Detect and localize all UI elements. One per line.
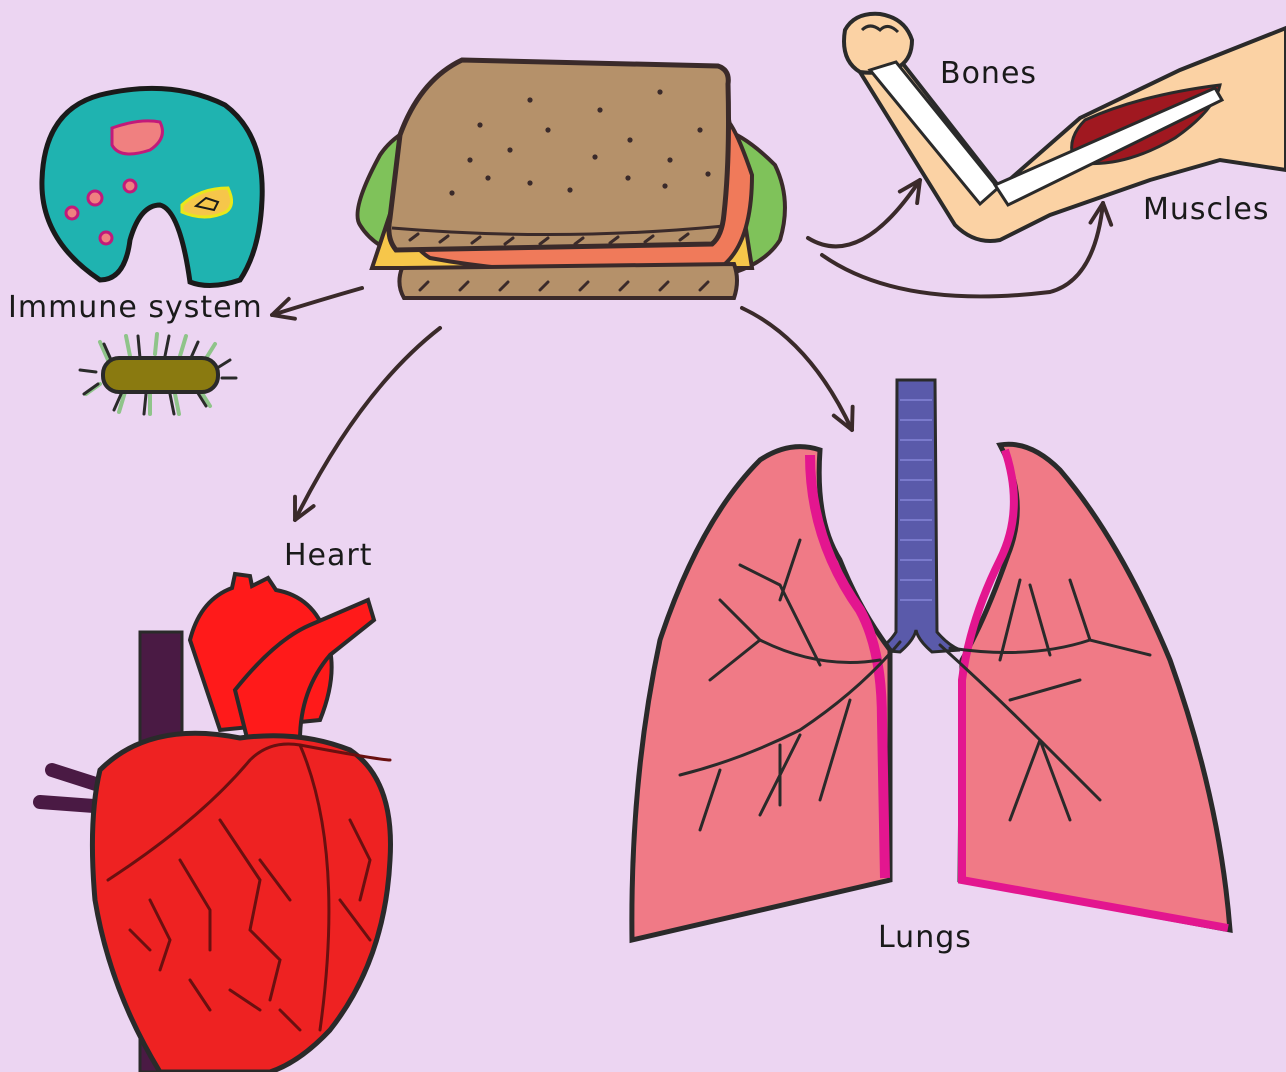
lung-right [960,444,1230,930]
arrow-to-immune-system [272,288,362,315]
lungs-label: Lungs [878,920,972,955]
lung-left [632,447,890,940]
arrow-to-heart [295,328,440,520]
arrow-to-lungs [742,308,852,430]
bacterium-illustration [80,334,236,414]
immune-cell-illustration [42,88,262,285]
sandwich-illustration [358,60,785,298]
sandwich-bottom-bread [399,264,737,298]
fist [844,14,912,73]
muscles-label: Muscles [1143,192,1269,227]
lungs-illustration [632,380,1230,940]
bones-label: Bones [940,56,1037,91]
heart-illustration [40,574,391,1072]
heart-body [92,733,390,1072]
heart-label: Heart [284,538,373,573]
arrow-to-bones [808,180,920,246]
sandwich-top-bread [389,60,729,250]
immune-system-label: Immune system [8,290,263,325]
